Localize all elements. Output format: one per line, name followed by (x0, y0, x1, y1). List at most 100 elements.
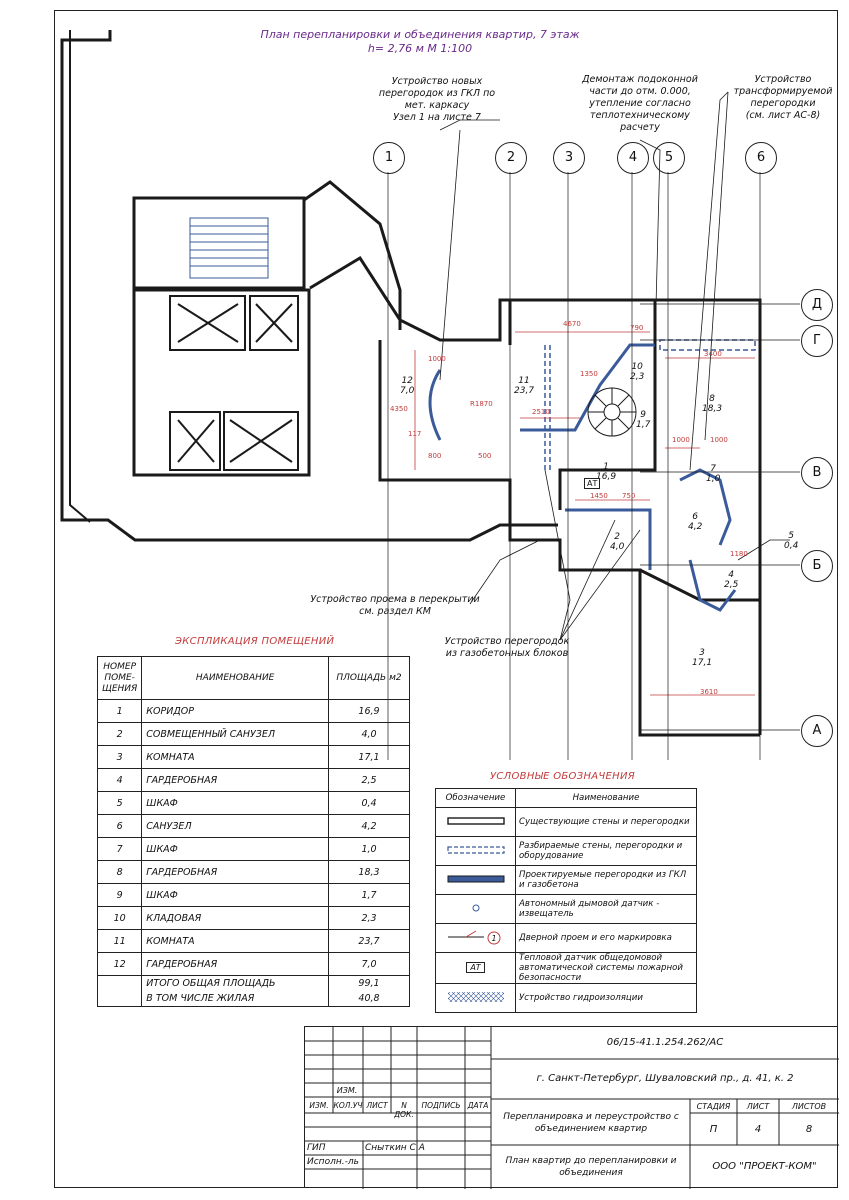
drawing-title: План квартир до перепланировки и объедин… (505, 1156, 677, 1178)
new-partitions (428, 343, 737, 612)
note-line: из газобетонных блоков (445, 648, 569, 659)
dimension-text: 4670 (563, 320, 581, 328)
new-wall-icon (447, 875, 504, 882)
dimension-text: 1000 (710, 436, 728, 444)
dimension-text: 1000 (672, 436, 690, 444)
legend-row: 1 Дверной проем и его маркировка (435, 923, 697, 953)
door-marking-icon: 1 (447, 930, 500, 944)
stamp-col-izm: ИЗМ. (336, 1086, 358, 1095)
note-line: части до отм. 0.000, (589, 86, 691, 97)
gip-name: Сныткин С.А (365, 1143, 425, 1153)
dimension-text: 750 (622, 492, 636, 500)
column-header: НОМЕР ПОМЕ- ЩЕНИЯ (96, 656, 143, 700)
legend-title: УСЛОВНЫЕ ОБОЗНАЧЕНИЯ (490, 771, 636, 782)
sheet-label: ЛИСТ (746, 1102, 770, 1111)
note-line: трансформируемой (733, 86, 833, 97)
dimension-text: 1180 (730, 550, 748, 558)
dimension-text: 3610 (700, 688, 718, 696)
legend-row: Устройство гидроизоляции (435, 983, 697, 1013)
legend-row: АТ Тепловой датчик общедомовой автоматич… (435, 952, 697, 984)
axis-bubble: 1 (373, 142, 405, 174)
column-header: Обозначение (435, 788, 516, 808)
stamp-col-header: КОЛ.УЧ (333, 1101, 363, 1110)
address: г. Санкт-Петербург, Шуваловский пр., д. … (536, 1073, 794, 1084)
note-aerated-blocks: Устройство перегородок из газобетонных б… (432, 636, 582, 660)
waterproofing-icon (447, 991, 504, 1002)
legend-header-row: Обозначение Наименование (435, 788, 697, 808)
axis-bubble: 4 (617, 142, 649, 174)
company-name: ООО "ПРОЕКТ-КОМ" (712, 1161, 817, 1172)
note-gkl-partitions: Устройство новых перегородок из ГКЛ по м… (372, 76, 502, 124)
note-transformable-partition: Устройство трансформируемой перегородки … (728, 74, 838, 122)
svg-text:1: 1 (491, 934, 496, 943)
stage-value: П (709, 1124, 718, 1135)
note-line: Устройство (754, 74, 812, 85)
dimension-text: 117 (408, 430, 422, 438)
note-line: (см. лист АС-8) (745, 110, 821, 121)
heat-sensor-marker: АТ (584, 478, 601, 489)
column-header: Наименование (515, 788, 697, 808)
note-slab-opening: Устройство проема в перекрытии см. разде… (300, 594, 490, 618)
title-block-grid (305, 1027, 839, 1189)
note-line: Устройство перегородок (444, 636, 570, 647)
existing-wall-icon (446, 816, 505, 825)
demolished-walls (544, 339, 756, 470)
legend-row: Автономный дымовой датчик - извещатель (435, 894, 697, 924)
legend-table: Обозначение Наименование Существующие ст… (435, 788, 697, 1013)
axis-bubble: В (801, 457, 833, 489)
stamp-col-header: ДАТА (467, 1101, 489, 1110)
stamp-col-header: ИЗМ. (309, 1101, 329, 1110)
note-line: мет. каркасу (404, 100, 470, 111)
note-line: теплотехническому (590, 110, 690, 121)
title-block: ИЗМ. ИЗМ. КОЛ.УЧ ЛИСТ N ДОК. ПОДПИСЬ ДАТ… (304, 1026, 839, 1189)
note-line: перегородки (750, 98, 816, 109)
axis-bubble: Д (801, 289, 833, 321)
lift-shafts (169, 217, 299, 471)
sheet-number: 4 (754, 1124, 762, 1135)
dimension-text: 790 (630, 324, 644, 332)
building-walls (60, 30, 762, 737)
note-line: Демонтаж подоконной (582, 74, 698, 85)
smoke-detector-icon (472, 904, 479, 911)
spiral-stair (587, 387, 637, 437)
gip-label: ГИП (307, 1143, 326, 1153)
note-sill-dismantle: Демонтаж подоконной части до отм. 0.000,… (580, 74, 700, 134)
executor-label: Исполн.-ль (307, 1157, 359, 1167)
axis-bubble: А (801, 715, 833, 747)
axis-bubble: Г (801, 325, 833, 357)
heat-sensor-icon: АТ (466, 962, 485, 973)
floor-plan (60, 30, 800, 760)
table-header-row: НОМЕР ПОМЕ- ЩЕНИЯ НАИМЕНОВАНИЕ ПЛОЩАДЬ м… (96, 656, 410, 700)
dimension-text: 800 (428, 452, 442, 460)
legend-row: Существующие стены и перегородки (435, 807, 697, 837)
column-header: НАИМЕНОВАНИЕ (141, 656, 329, 700)
dimension-lines (414, 331, 755, 696)
note-line: перегородок из ГКЛ по (378, 88, 496, 99)
stair-treads (190, 225, 268, 267)
axis-bubble: 3 (553, 142, 585, 174)
legend-row: Проектируемые перегородки из ГКЛ и газоб… (435, 865, 697, 895)
drawing-code: 06/15-41.1.254.262/АС (606, 1037, 724, 1048)
sheets-label: ЛИСТОВ (791, 1102, 827, 1111)
note-line: расчету (620, 122, 660, 133)
sheets-total: 8 (805, 1124, 813, 1135)
dimension-text: 1350 (580, 370, 598, 378)
dimension-text: R1870 (470, 400, 493, 408)
dimension-text: 1000 (428, 355, 446, 363)
